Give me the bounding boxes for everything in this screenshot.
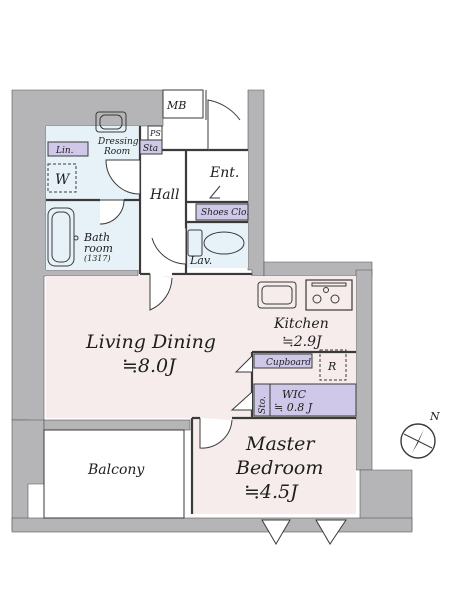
- dressing-door: [105, 159, 141, 195]
- master-bedroom-label-1: Master: [245, 433, 316, 455]
- storage-lower: [253, 383, 271, 417]
- wic-label: WIC: [282, 388, 307, 401]
- bathroom-label-1: Bath: [83, 231, 110, 244]
- living-dining-label: Living Dining: [85, 331, 216, 353]
- wic-size: ≒ 0.8 J: [274, 401, 313, 414]
- lav-label: Lav.: [189, 254, 212, 267]
- kitchen-sink: [257, 281, 297, 309]
- bath-door: [99, 199, 125, 225]
- master-bedroom-size: ≒4.5J: [244, 481, 299, 503]
- ps-box: [147, 125, 163, 141]
- lav-door: [151, 228, 187, 265]
- toilet-tank: [187, 229, 203, 257]
- mb-label: MB: [166, 99, 186, 112]
- sto-door: [230, 391, 253, 411]
- window-door-right: [315, 519, 347, 545]
- cupboard-door: [234, 355, 253, 373]
- bathroom-label-2: room: [84, 242, 113, 255]
- living-dining-floor: [46, 276, 252, 418]
- toilet-bowl: [203, 231, 245, 255]
- storage-blocks: [47, 139, 357, 417]
- wic-closet: [269, 383, 357, 417]
- dressing-room-label-1: Dressing: [97, 137, 139, 147]
- lin-label: Lin.: [55, 146, 74, 156]
- dressing-room-label-2: Room: [103, 147, 130, 157]
- vanity-sink: [95, 111, 127, 133]
- fridge-space: [319, 349, 347, 381]
- kitchen-size: ≒2.9J: [282, 334, 323, 350]
- entrance-door: [207, 99, 241, 150]
- bedroom-door: [199, 418, 233, 449]
- living-dining-size: ≒8.0J: [122, 355, 177, 377]
- storage-lower-label: Sto.: [258, 396, 268, 414]
- cupboard-label: Cupboard: [266, 358, 311, 368]
- ps-label: PS: [149, 129, 161, 138]
- entrance-label: Ent.: [209, 165, 239, 181]
- bathroom-size: (1317): [84, 254, 111, 263]
- cupboard: [253, 353, 313, 369]
- hall-door: [149, 274, 173, 311]
- cooktop: [305, 279, 353, 311]
- master-bedroom-label-2: Bedroom: [235, 457, 323, 479]
- fridge-label: R: [327, 360, 336, 373]
- sta-label: Sta: [143, 144, 158, 154]
- hall-label: Hall: [149, 187, 180, 203]
- window-door-left: [261, 519, 291, 545]
- fixtures: [47, 111, 353, 381]
- linen-closet: [47, 141, 89, 157]
- compass-label: N: [429, 410, 440, 423]
- balcony-label: Balcony: [87, 462, 145, 478]
- shoes-closet: [195, 203, 249, 221]
- shoes-closet-label: Shoes Clo.: [201, 208, 249, 218]
- mb-box: [162, 89, 204, 119]
- washer-space: [47, 163, 77, 193]
- north-arrow-icon: [400, 423, 436, 459]
- washer-label: W: [55, 172, 71, 188]
- doors: [99, 90, 347, 545]
- balcony-floor: [43, 429, 185, 519]
- kitchen-label: Kitchen: [273, 316, 329, 332]
